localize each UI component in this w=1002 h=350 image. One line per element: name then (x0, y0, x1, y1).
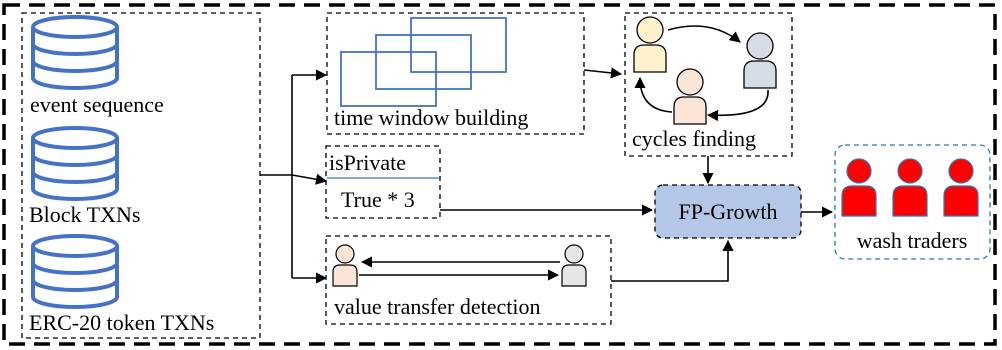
block-txns-label: Block TXNs (29, 202, 140, 227)
value-transfer-module: value transfer detection (325, 235, 612, 325)
wash-traders-label: wash traders (857, 228, 968, 253)
value-transfer-label: value transfer detection (334, 294, 540, 319)
person-icon (332, 244, 358, 287)
time-window-module: time window building (326, 12, 585, 135)
erc20-txns-label: ERC-20 token TXNs (29, 310, 214, 335)
database-icon (31, 15, 119, 90)
cycle-arrow (706, 89, 769, 122)
cycles-label: cycles finding (632, 126, 756, 151)
person-icon (841, 158, 877, 217)
database-icon (31, 234, 119, 309)
fp-growth-module: FP-Growth (654, 184, 802, 239)
window-to-cycles-arrow (583, 67, 623, 79)
person-icon (892, 158, 928, 217)
transfer-to-fp-arrow (611, 239, 734, 282)
person-icon (561, 244, 587, 287)
is-private-label: isPrivate (329, 150, 406, 175)
source-connectors (260, 69, 328, 284)
true-count-label: True * 3 (341, 187, 415, 212)
person-icon (943, 158, 979, 217)
wash-traders-module: wash traders (834, 144, 991, 260)
cycles-module: cycles finding (624, 12, 793, 157)
event-sequence-label: event sequence (30, 92, 164, 117)
window-frame-icon (375, 34, 472, 90)
person-icon (673, 68, 707, 125)
outer-frame (2, 3, 997, 346)
is-private-module: isPrivate True * 3 (325, 145, 441, 219)
fp-growth-label: FP-Growth (678, 199, 777, 224)
database-icon (31, 126, 119, 201)
cycle-arrow (634, 76, 673, 113)
person-icon (743, 32, 777, 89)
cycle-arrow (667, 25, 741, 43)
data-sources-panel: event sequence Block TXNs ERC-20 token T… (21, 12, 261, 339)
time-window-label: time window building (334, 105, 528, 130)
window-frame-icon (340, 51, 437, 107)
window-frame-icon (410, 17, 507, 73)
person-icon (633, 16, 667, 73)
